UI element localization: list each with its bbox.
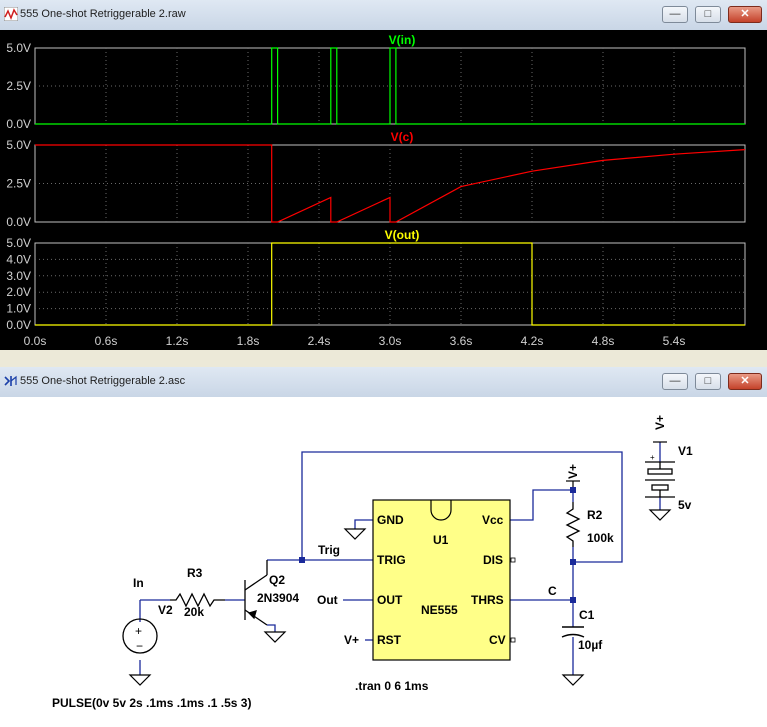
y-tick-label: 2.0V — [6, 285, 31, 299]
y-tick-label: 0.0V — [6, 215, 31, 229]
cv-pin-label: CV — [489, 633, 506, 647]
x-tick-label: 3.0s — [379, 334, 402, 348]
trace-label: V(out) — [385, 228, 420, 242]
vplus-top-label: V+ — [653, 415, 667, 430]
x-tick-label: 5.4s — [663, 334, 686, 348]
schematic-diagram[interactable]: + + − — [0, 397, 767, 722]
waveform-trace — [35, 144, 746, 223]
maximize-button[interactable]: □ — [695, 373, 721, 390]
schematic-window: 555 One-shot Retriggerable 2.asc — □ ✕ — [0, 367, 767, 722]
c-net-label: C — [548, 584, 557, 598]
dis-pin-label: DIS — [483, 553, 503, 567]
q2-transistor[interactable] — [244, 560, 268, 626]
waveform-trace — [35, 47, 745, 125]
x-tick-label: 0.6s — [95, 334, 118, 348]
thrs-pin-label: THRS — [471, 593, 504, 607]
tran-directive[interactable]: .tran 0 6 1ms — [355, 679, 429, 693]
waveform-titlebar[interactable]: 555 One-shot Retriggerable 2.raw — □ ✕ — [0, 0, 767, 31]
y-tick-label: 2.5V — [6, 177, 31, 191]
vplus-rst-label: V+ — [344, 633, 359, 647]
minimize-icon: — — [669, 8, 681, 20]
y-tick-label: 0.0V — [6, 318, 31, 332]
trace-label: V(in) — [389, 33, 416, 47]
ne555-label: NE555 — [421, 603, 458, 617]
v1-battery[interactable] — [645, 461, 675, 498]
c1-label: C1 — [579, 608, 595, 622]
y-tick-label: 2.5V — [6, 79, 31, 93]
ic-notch — [430, 500, 452, 521]
trace-label: V(c) — [391, 130, 414, 144]
x-tick-label: 2.4s — [308, 334, 331, 348]
v1-plus-sign: + — [650, 453, 655, 462]
in-net-label: In — [133, 576, 144, 590]
r3-label: R3 — [187, 566, 203, 580]
close-button[interactable]: ✕ — [728, 6, 762, 23]
r2-label: R2 — [587, 508, 603, 522]
x-tick-label: 4.2s — [521, 334, 544, 348]
trig-net-label: Trig — [318, 543, 340, 557]
r2-value: 100k — [587, 531, 614, 545]
rst-pin-label: RST — [377, 633, 402, 647]
ground-symbols — [128, 509, 672, 686]
vplus-flags — [566, 441, 667, 490]
r3-resistor[interactable] — [170, 592, 225, 608]
waveform-app-icon — [4, 7, 18, 21]
r3-value: 20k — [184, 605, 204, 619]
plot-area[interactable]: 0.0V 2.5V 5.0V V(in) 0.0V 2.5V 5.0V V(c) 0.0V 1.0… — [0, 30, 767, 350]
x-tick-label: 3.6s — [450, 334, 473, 348]
c1-value: 10µf — [578, 638, 603, 652]
u1-label: U1 — [433, 533, 449, 547]
y-tick-label: 0.0V — [6, 117, 31, 131]
schematic-titlebar[interactable]: 555 One-shot Retriggerable 2.asc — □ ✕ — [0, 367, 767, 398]
minimize-button[interactable]: — — [662, 6, 688, 23]
q2-label: Q2 — [269, 573, 285, 587]
schematic-canvas[interactable]: + + − — [0, 397, 767, 722]
window-separator — [0, 350, 767, 367]
c1-capacitor[interactable] — [561, 626, 585, 638]
minimize-button[interactable]: — — [662, 373, 688, 390]
maximize-icon: □ — [704, 8, 712, 20]
v1-label: V1 — [678, 444, 693, 458]
y-tick-label: 5.0V — [6, 236, 31, 250]
v2-minus-sign: − — [136, 639, 143, 653]
v2-label: V2 — [158, 603, 173, 617]
x-tick-label: 0.0s — [24, 334, 47, 348]
wires — [139, 442, 661, 675]
y-tick-label: 5.0V — [6, 41, 31, 55]
ne555-body[interactable] — [372, 499, 511, 661]
waveform-window: 555 One-shot Retriggerable 2.raw — □ ✕ 0… — [0, 0, 767, 350]
waveform-plot[interactable]: 0.0V 2.5V 5.0V V(in) 0.0V 2.5V 5.0V V(c) 0.0V 1.0… — [0, 30, 767, 350]
q2-model: 2N3904 — [257, 591, 299, 605]
waveform-window-title: 555 One-shot Retriggerable 2.raw — [20, 8, 186, 20]
y-tick-label: 5.0V — [6, 138, 31, 152]
trig-pin-label: TRIG — [377, 553, 406, 567]
out-pin-label: OUT — [377, 593, 403, 607]
close-icon: ✕ — [740, 375, 750, 387]
vcc-pin-label: Vcc — [482, 513, 504, 527]
x-tick-label: 1.8s — [237, 334, 260, 348]
r2-resistor[interactable] — [565, 502, 581, 547]
x-tick-label: 4.8s — [592, 334, 615, 348]
pin-markers — [510, 557, 516, 643]
y-tick-label: 4.0V — [6, 252, 31, 266]
maximize-button[interactable]: □ — [695, 6, 721, 23]
schematic-window-title: 555 One-shot Retriggerable 2.asc — [20, 375, 186, 387]
waveform-trace — [35, 242, 745, 326]
junctions — [299, 487, 576, 603]
x-tick-label: 1.2s — [166, 334, 189, 348]
v2-source[interactable]: + − — [122, 618, 158, 654]
v1-value: 5v — [678, 498, 692, 512]
v2-plus-sign: + — [135, 624, 142, 638]
minimize-icon: — — [669, 375, 681, 387]
y-tick-label: 3.0V — [6, 269, 31, 283]
close-button[interactable]: ✕ — [728, 373, 762, 390]
out-net-label: Out — [317, 593, 338, 607]
vplus-r2-label: V+ — [566, 464, 580, 479]
pulse-directive[interactable]: PULSE(0v 5v 2s .1ms .1ms .1 .5s 3) — [52, 696, 251, 710]
schematic-app-icon — [4, 375, 17, 386]
gnd-pin-label: GND — [377, 513, 404, 527]
maximize-icon: □ — [704, 375, 712, 387]
close-icon: ✕ — [740, 8, 750, 20]
y-tick-label: 1.0V — [6, 302, 31, 316]
